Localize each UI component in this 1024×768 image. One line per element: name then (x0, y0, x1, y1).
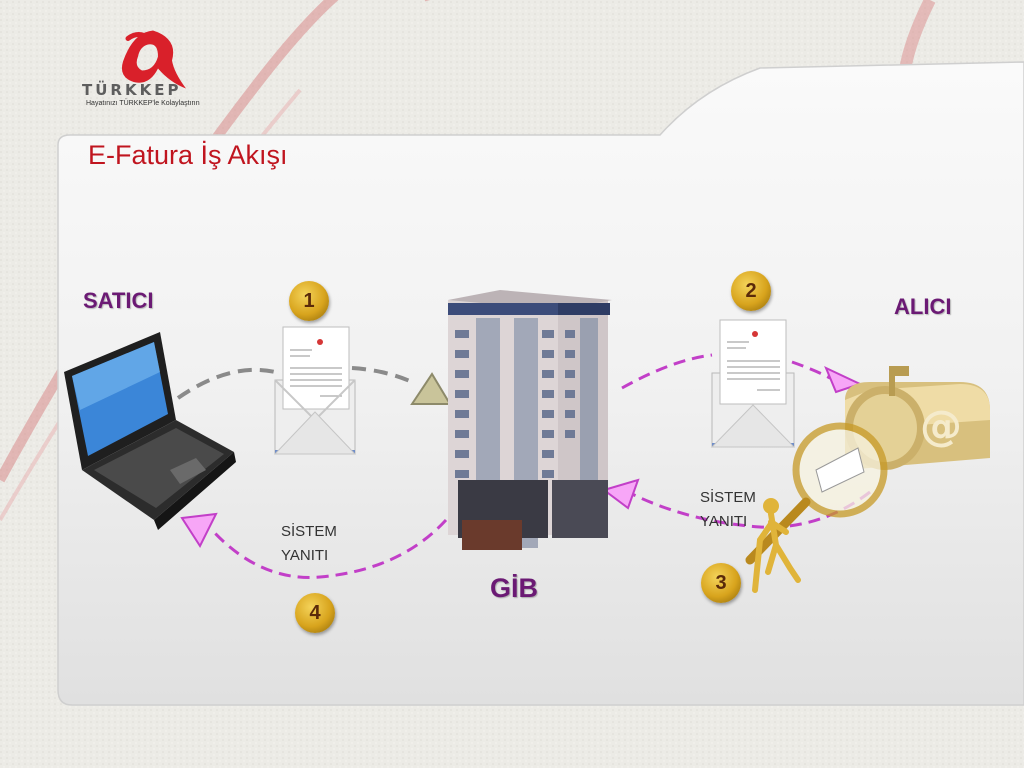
flow-gib-to-seller (210, 518, 448, 579)
step-badge-3: 3 (701, 563, 741, 603)
flow-seller-to-gib-2 (351, 366, 413, 384)
flow-seller-to-gib (176, 367, 276, 400)
building-icon (448, 290, 612, 550)
response-label-right-line2: YANITI (700, 513, 748, 530)
response-label-right-line1: SİSTEM (700, 489, 756, 506)
envelope-invoice-icon (710, 319, 796, 448)
magnifier-figure-icon (745, 422, 888, 593)
response-label-right: SİSTEM YANITI (700, 486, 756, 534)
response-label-left-line1: SİSTEM (281, 523, 337, 540)
arrow-to-buyer (824, 365, 863, 394)
flow-gib-to-buyer-2 (791, 360, 831, 380)
step-badge-1: 1 (289, 281, 329, 321)
flow-gib-to-buyer (621, 353, 713, 390)
arrow-to-seller (180, 512, 218, 549)
hub-label: GİB (490, 573, 539, 603)
response-label-left: SİSTEM YANITI (281, 520, 337, 568)
buyer-label: ALICI (894, 294, 952, 319)
page-title: E-Fatura İş Akışı (88, 140, 288, 170)
svg-text:@: @ (920, 401, 962, 450)
step-badge-2: 2 (731, 271, 771, 311)
arrow-to-gib (410, 372, 452, 405)
seller-label: SATICI (83, 288, 154, 313)
envelope-invoice-icon (273, 326, 357, 455)
logo-wordmark: TÜRKKEP (82, 81, 182, 99)
laptop-icon (64, 332, 236, 530)
response-label-left-line2: YANITI (281, 547, 329, 564)
step-badge-4: 4 (295, 593, 335, 633)
logo-tagline: Hayatınızı TÜRKKEP'le Kolaylaştırın (86, 100, 200, 107)
turkkep-logo-icon (121, 30, 186, 89)
arrow-to-gib-response (601, 478, 640, 510)
